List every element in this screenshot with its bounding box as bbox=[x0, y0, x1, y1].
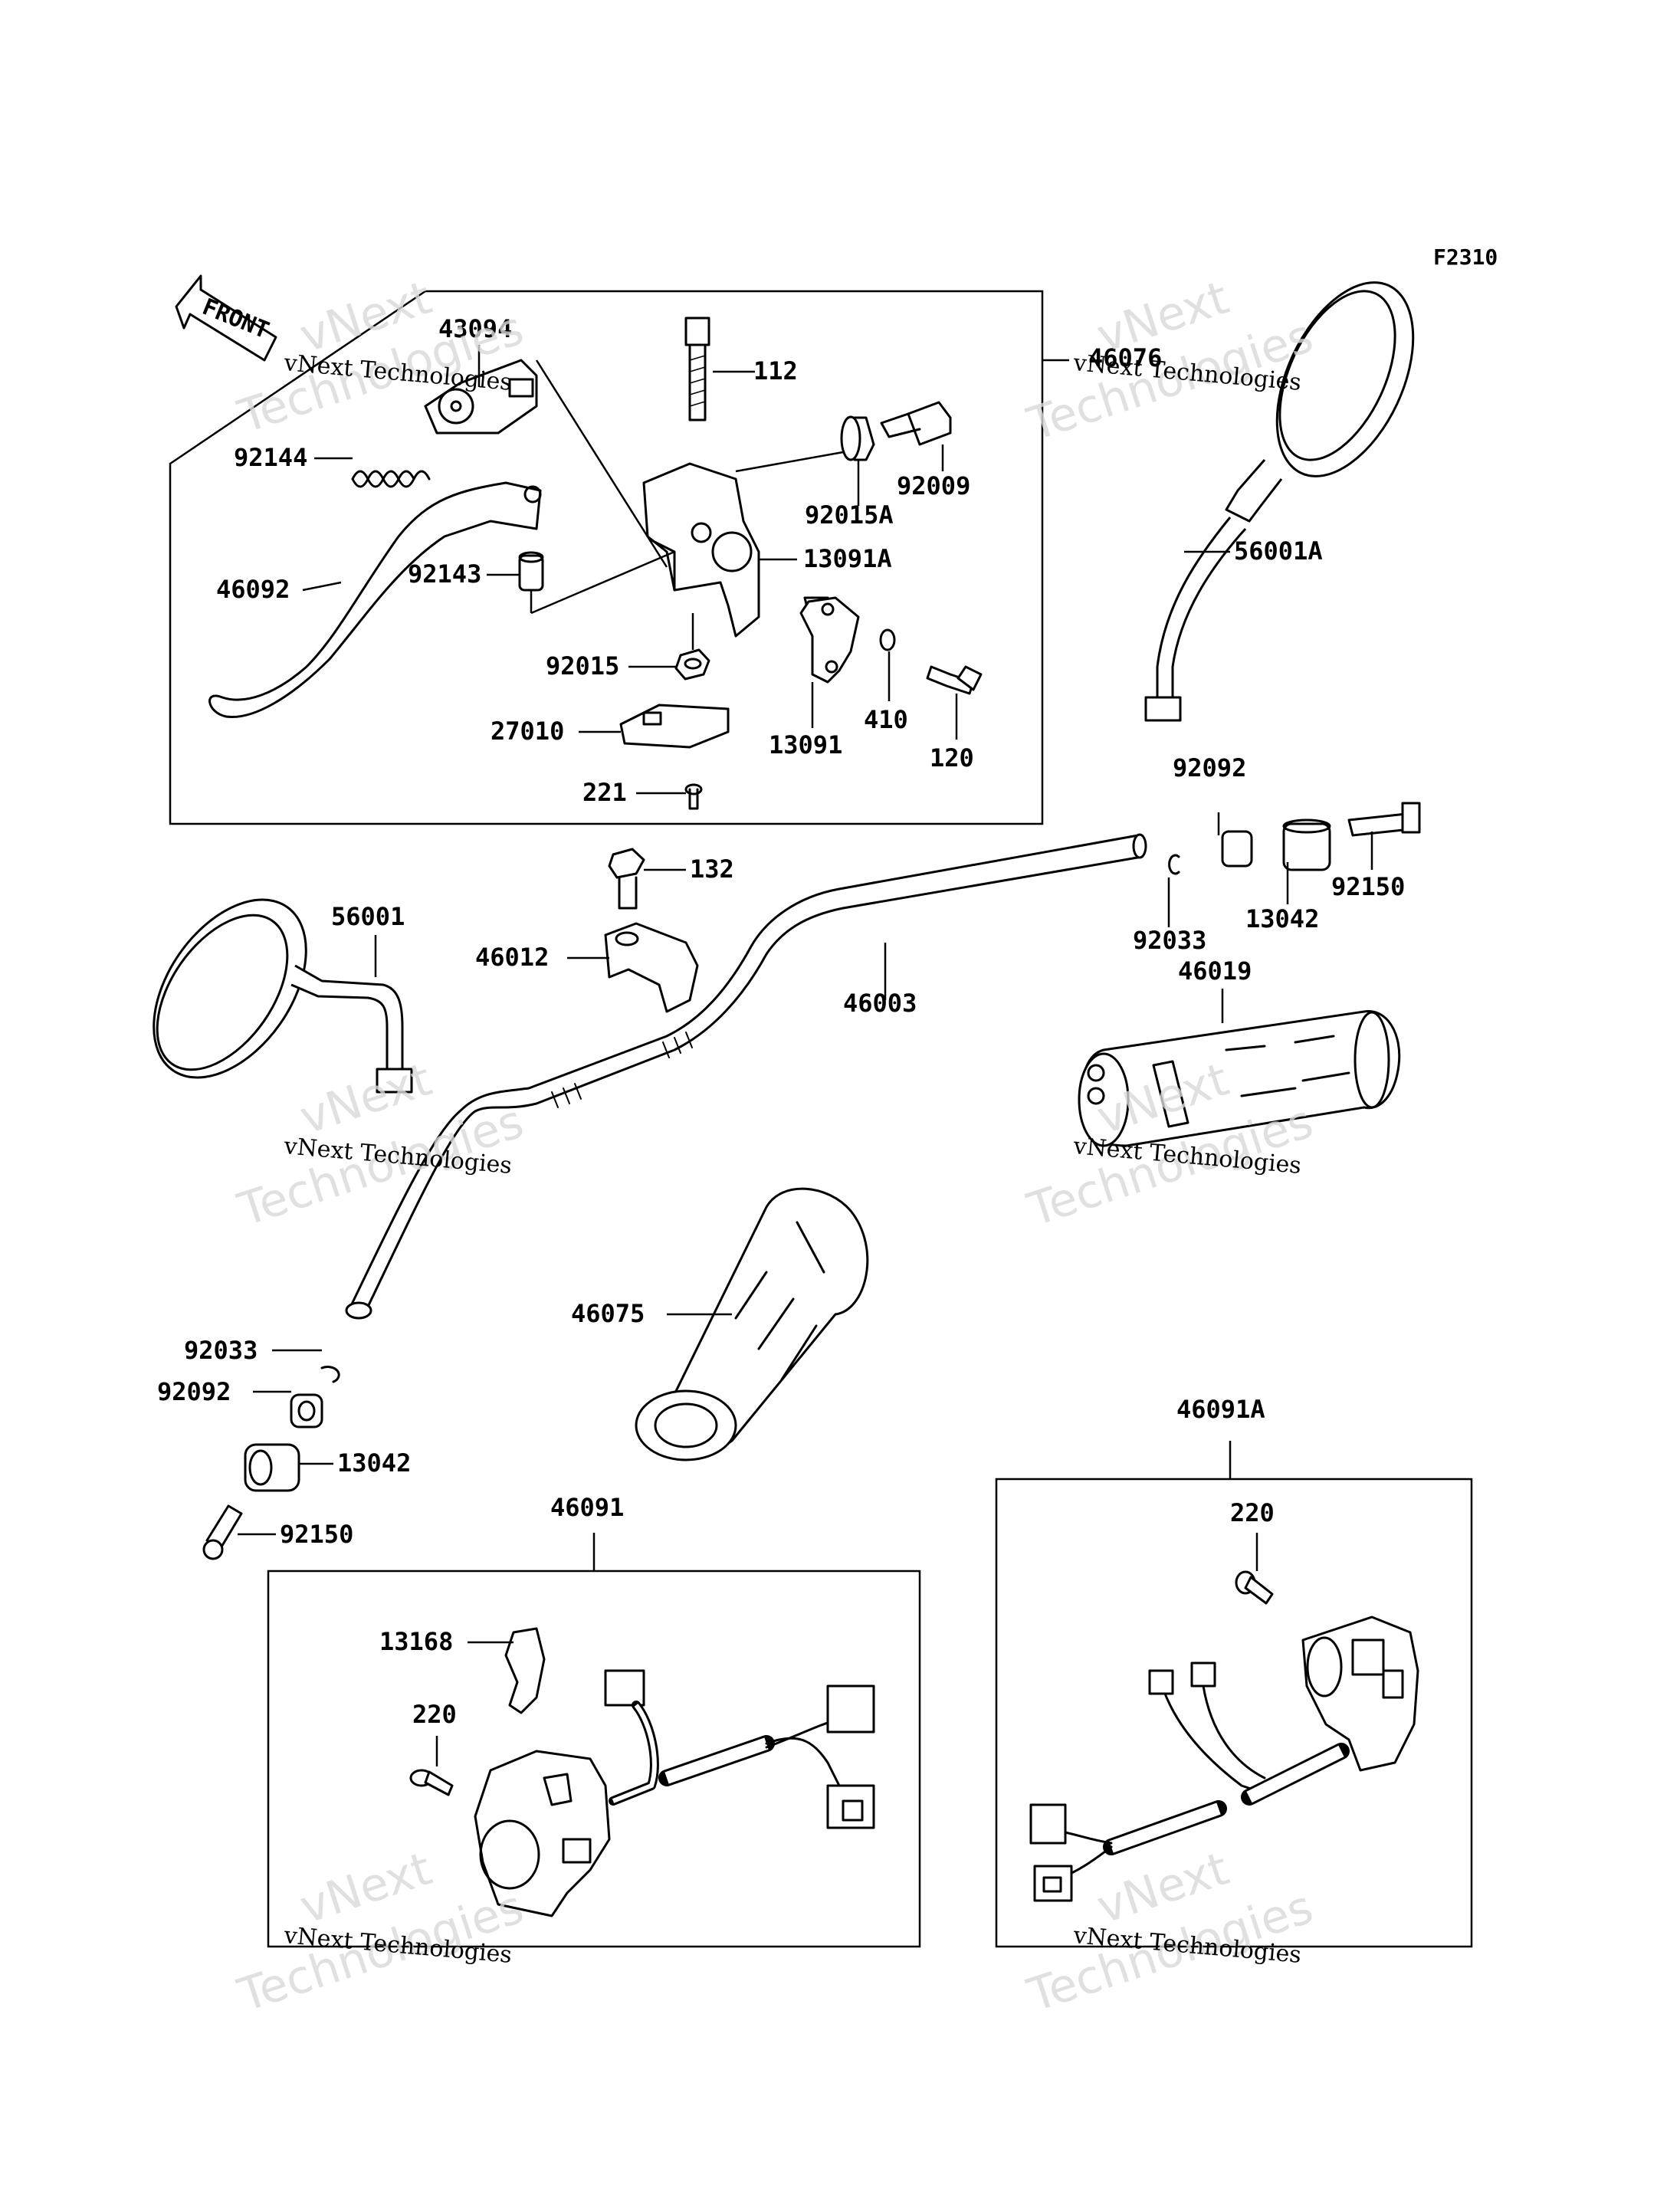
label-13091A: 13091A bbox=[803, 544, 892, 573]
part-92092-left bbox=[290, 1393, 323, 1429]
label-92143: 92143 bbox=[408, 559, 481, 589]
label-56001: 56001 bbox=[331, 902, 405, 931]
label-46091: 46091 bbox=[550, 1493, 624, 1522]
part-46075 bbox=[635, 1187, 869, 1461]
label-13042-left: 13042 bbox=[337, 1448, 411, 1478]
label-43094: 43094 bbox=[438, 314, 512, 343]
label-92150-right: 92150 bbox=[1331, 872, 1405, 901]
part-92015 bbox=[674, 648, 710, 681]
label-46012: 46012 bbox=[475, 943, 549, 972]
label-46075: 46075 bbox=[571, 1299, 645, 1328]
label-46019: 46019 bbox=[1178, 956, 1252, 986]
label-92092-right: 92092 bbox=[1173, 753, 1246, 782]
label-92092-left: 92092 bbox=[157, 1377, 231, 1406]
part-27010 bbox=[619, 704, 730, 749]
label-221: 221 bbox=[582, 778, 627, 807]
part-46092 bbox=[208, 481, 542, 719]
label-46076: 46076 bbox=[1088, 343, 1162, 372]
figure-code: F2310 bbox=[1433, 244, 1498, 270]
part-92009 bbox=[880, 401, 952, 446]
label-92033-right: 92033 bbox=[1133, 926, 1206, 955]
label-27010: 27010 bbox=[491, 717, 564, 746]
label-120: 120 bbox=[930, 743, 974, 772]
part-46003 bbox=[345, 833, 1147, 1320]
part-92143 bbox=[518, 551, 544, 592]
watermark-middle-left: vNext Technologies vNext Technologies bbox=[231, 1053, 530, 1238]
part-13042-right bbox=[1282, 818, 1331, 871]
watermark-top-right: vNext Technologies vNext Technologies bbox=[1021, 271, 1319, 452]
part-46091A-wire-harness bbox=[1029, 1661, 1350, 1902]
label-92015: 92015 bbox=[546, 651, 619, 681]
part-13042-left bbox=[244, 1443, 300, 1492]
front-arrow-icon: FRONT bbox=[175, 274, 277, 362]
part-120 bbox=[926, 665, 983, 695]
part-13091 bbox=[799, 596, 860, 684]
part-112 bbox=[684, 317, 710, 422]
part-92033-left bbox=[320, 1366, 340, 1383]
part-56001A bbox=[1144, 281, 1415, 722]
part-46091-wire-harness bbox=[604, 1669, 875, 1829]
part-clutch-holder bbox=[642, 462, 760, 638]
label-46092: 46092 bbox=[216, 575, 290, 604]
label-92033-left: 92033 bbox=[184, 1336, 258, 1365]
part-92150-left bbox=[202, 1504, 243, 1560]
label-92009: 92009 bbox=[897, 471, 970, 500]
part-92092-right bbox=[1221, 830, 1253, 868]
label-13042-right: 13042 bbox=[1245, 904, 1319, 933]
label-92150-left: 92150 bbox=[280, 1520, 353, 1549]
label-220-right: 220 bbox=[1230, 1498, 1275, 1527]
part-220-right bbox=[1235, 1570, 1274, 1605]
frame-46091A bbox=[995, 1478, 1473, 1948]
label-46003: 46003 bbox=[843, 989, 917, 1018]
part-46012 bbox=[604, 922, 699, 1013]
label-56001A: 56001A bbox=[1234, 536, 1323, 566]
label-220-left: 220 bbox=[412, 1700, 457, 1729]
part-46019 bbox=[1078, 1010, 1401, 1147]
part-56001 bbox=[153, 898, 413, 1094]
leader-lines bbox=[238, 345, 1373, 1766]
label-112: 112 bbox=[753, 356, 798, 385]
frame-clutch-lever-group bbox=[169, 290, 1044, 825]
label-92144: 92144 bbox=[234, 443, 307, 472]
part-92150-right bbox=[1347, 802, 1421, 837]
part-92144 bbox=[351, 470, 431, 488]
part-92033-right bbox=[1168, 854, 1180, 875]
label-46091A: 46091A bbox=[1176, 1395, 1265, 1424]
label-13168: 13168 bbox=[379, 1627, 453, 1656]
label-92015A: 92015A bbox=[805, 500, 894, 530]
label-410: 410 bbox=[864, 705, 908, 734]
part-labels: 43094 112 46076 92144 92015A 92009 46092… bbox=[157, 314, 1405, 1729]
part-220-left bbox=[409, 1769, 454, 1796]
label-132: 132 bbox=[690, 854, 734, 884]
part-46091A-switch-housing bbox=[1301, 1615, 1419, 1772]
part-410 bbox=[879, 628, 896, 651]
part-132 bbox=[608, 848, 645, 910]
part-92015A bbox=[840, 415, 875, 461]
label-13091: 13091 bbox=[769, 730, 842, 759]
part-221 bbox=[684, 783, 703, 810]
part-13168 bbox=[504, 1627, 546, 1714]
part-43094 bbox=[424, 359, 538, 435]
part-46091-switch-housing bbox=[474, 1750, 611, 1917]
